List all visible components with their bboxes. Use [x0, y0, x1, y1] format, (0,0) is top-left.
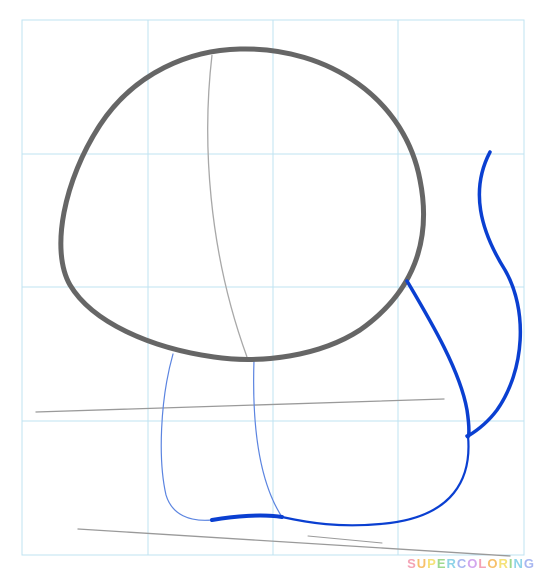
supercoloring-watermark: SUPERCOLORING — [407, 555, 535, 573]
watermark-letter: N — [513, 556, 524, 571]
watermark-letter: O — [467, 556, 479, 571]
head-outline — [58, 46, 427, 362]
ground-line-short — [307, 535, 383, 544]
new-strokes — [210, 150, 523, 527]
belly-stroke — [210, 513, 284, 522]
watermark-letter: O — [487, 556, 499, 571]
guide-grid — [21, 19, 525, 556]
back-stroke — [405, 279, 471, 439]
body-guide-center — [253, 359, 283, 518]
rear-stroke — [280, 434, 470, 527]
watermark-letter: S — [407, 556, 417, 571]
watermark-letter: L — [478, 556, 488, 571]
tail-stroke — [466, 150, 523, 438]
ground-lines — [35, 398, 511, 557]
watermark-letter: P — [427, 556, 437, 571]
watermark-letter: I — [508, 556, 514, 571]
body-guides — [160, 353, 283, 521]
watermark-letter: E — [436, 556, 447, 571]
watermark-letter: U — [416, 556, 428, 571]
watermark-letter: G — [523, 556, 535, 571]
body-guide-left — [160, 353, 213, 521]
ground-line — [35, 398, 445, 413]
watermark-letter: R — [446, 556, 457, 571]
watermark-text: SUPERCOLORING — [407, 555, 535, 573]
watermark-letter: R — [498, 556, 509, 571]
face-guide-line — [207, 54, 248, 358]
ground-line-lower — [77, 528, 511, 557]
watermark-letter: C — [456, 556, 468, 571]
